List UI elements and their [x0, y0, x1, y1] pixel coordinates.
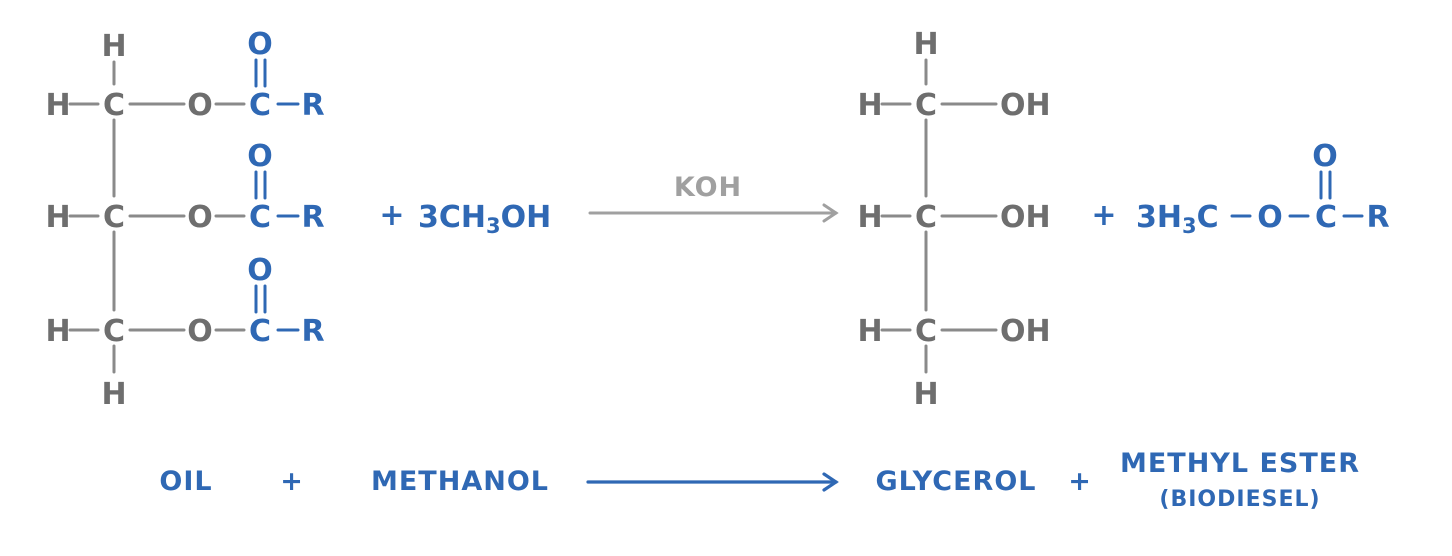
atom-h: H — [45, 88, 70, 123]
label-biodiesel: (BIODIESEL) — [1159, 487, 1320, 512]
reaction-arrow-catalyst — [588, 203, 839, 223]
glycerol-structure: H H C OH H C OH H C OH H — [857, 27, 1050, 412]
atom-c: C — [249, 88, 271, 123]
svg-text:3CH3OH: 3CH3OH — [418, 200, 551, 238]
reaction-arrow-main — [586, 472, 839, 492]
methanol-formula: 3CH3OH — [418, 200, 551, 238]
atom-r: R — [1366, 200, 1389, 235]
atom-r: R — [301, 314, 324, 349]
triglyceride-structure: H H C O O C R H C O O C R H C O O C R H — [45, 27, 324, 412]
methanol-subscript: 3 — [486, 214, 501, 238]
label-plus: + — [280, 466, 304, 497]
atom-c: C — [103, 314, 125, 349]
atom-h: H — [101, 29, 126, 64]
hydroxyl-group: OH — [1000, 200, 1051, 235]
atom-o: O — [1257, 200, 1283, 235]
atom-o: O — [187, 88, 213, 123]
ester-coef: 3H — [1136, 200, 1182, 235]
svg-text:3H3C: 3H3C — [1136, 200, 1219, 238]
atom-o: O — [187, 200, 213, 235]
hydroxyl-group: OH — [1000, 88, 1051, 123]
label-plus: + — [1068, 466, 1092, 497]
atom-h: H — [45, 200, 70, 235]
methanol-tail: OH — [501, 200, 552, 235]
atom-o: O — [247, 139, 273, 174]
atom-c: C — [103, 200, 125, 235]
atom-r: R — [301, 200, 324, 235]
atom-h: H — [45, 314, 70, 349]
atom-c: C — [1315, 200, 1337, 235]
atom-c: C — [915, 88, 937, 123]
atom-c: C — [249, 314, 271, 349]
methyl-ester-formula: 3H3C O C O R — [1136, 139, 1390, 238]
atom-c: C — [915, 314, 937, 349]
methanol-coef: 3CH — [418, 200, 486, 235]
atom-h: H — [857, 314, 882, 349]
atom-o: O — [247, 253, 273, 288]
atom-c: C — [915, 200, 937, 235]
atom-c: C — [103, 88, 125, 123]
atom-o: O — [1312, 139, 1338, 174]
plus-sign: + — [1091, 198, 1116, 233]
atom-r: R — [301, 88, 324, 123]
atom-h: H — [101, 377, 126, 412]
atom-c: C — [249, 200, 271, 235]
label-glycerol: GLYCEROL — [876, 466, 1037, 497]
atom-h: H — [913, 377, 938, 412]
atom-h: H — [913, 27, 938, 62]
atom-h: H — [857, 200, 882, 235]
plus-sign: + — [379, 198, 404, 233]
label-methyl-ester: METHYL ESTER — [1120, 448, 1360, 479]
atom-h: H — [857, 88, 882, 123]
label-methanol: METHANOL — [371, 466, 549, 497]
label-oil: OIL — [159, 466, 212, 497]
word-equation: OIL + METHANOL GLYCEROL + METHYL ESTER (… — [159, 448, 1360, 512]
ester-carbon: C — [1197, 200, 1219, 235]
hydroxyl-group: OH — [1000, 314, 1051, 349]
ester-subscript: 3 — [1182, 214, 1197, 238]
atom-o: O — [247, 27, 273, 62]
catalyst-label: KOH — [674, 172, 742, 203]
atom-o: O — [187, 314, 213, 349]
